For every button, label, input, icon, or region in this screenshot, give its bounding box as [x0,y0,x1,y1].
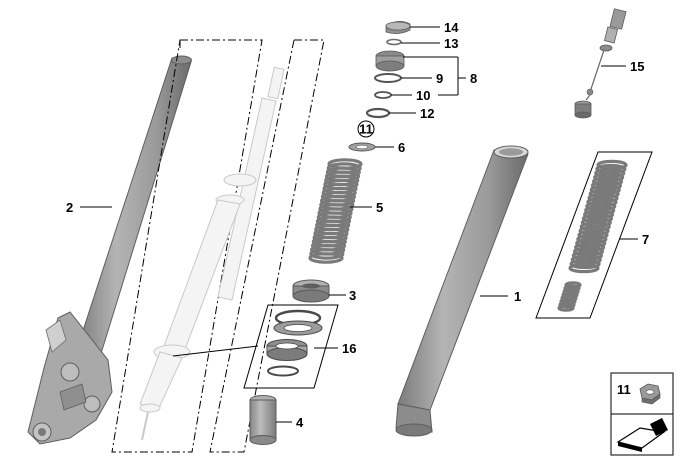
spring-coil [557,304,575,312]
callout-8: 8 [470,71,477,86]
fork-cap-part-14 [385,21,411,34]
arrow-plate-icon [616,418,668,452]
fork-inner-tube-part-1 [395,145,529,437]
circled-callout-11: 11 [357,120,375,138]
callout-3: 3 [349,288,356,303]
seal-ring-part-12 [365,107,391,119]
spring-coil [568,262,600,274]
callout-2: 2 [66,200,73,215]
fork-outer-tube-part-2 [27,55,192,445]
damper-cartridge-ghost [139,66,285,441]
callout-4: 4 [296,415,304,430]
callout-1: 1 [514,289,521,304]
callout-14: 14 [444,20,459,35]
svg-text:11: 11 [359,122,373,137]
hex-nut-icon [639,383,661,405]
o-ring-part-10 [374,91,392,99]
dashed-outline-frames [111,39,325,453]
bushing-part-4 [249,395,277,445]
adjuster-part-8 [375,50,405,72]
spring-seat-part-6 [348,142,376,152]
inset-panel: 11 [610,372,674,456]
spring-coil [569,258,601,270]
seal-kit-part-16 [243,304,339,389]
callout-12: 12 [420,106,434,121]
callout-5: 5 [376,200,383,215]
spring-kit-part-7 [535,151,653,319]
callout-10: 10 [416,88,430,103]
callout-15: 15 [630,59,644,74]
callout-13: 13 [444,36,458,51]
fork-spring-part-5 [308,158,363,264]
o-ring-part-9 [374,73,402,83]
callout-7: 7 [642,232,649,247]
leader-lines [80,26,638,423]
adjuster-rod-part-15 [574,8,627,119]
callout-6: 6 [398,140,405,155]
spring-coil [309,248,345,260]
inset-label: 11 [617,382,631,397]
callout-16: 16 [342,341,356,356]
spring-coil [308,252,344,264]
washer-part-13 [386,38,402,46]
callout-9: 9 [436,71,443,86]
spacer-part-3 [292,279,330,303]
callout-labels: 1 2 3 4 5 6 7 8 9 10 12 13 14 15 16 [66,20,649,430]
